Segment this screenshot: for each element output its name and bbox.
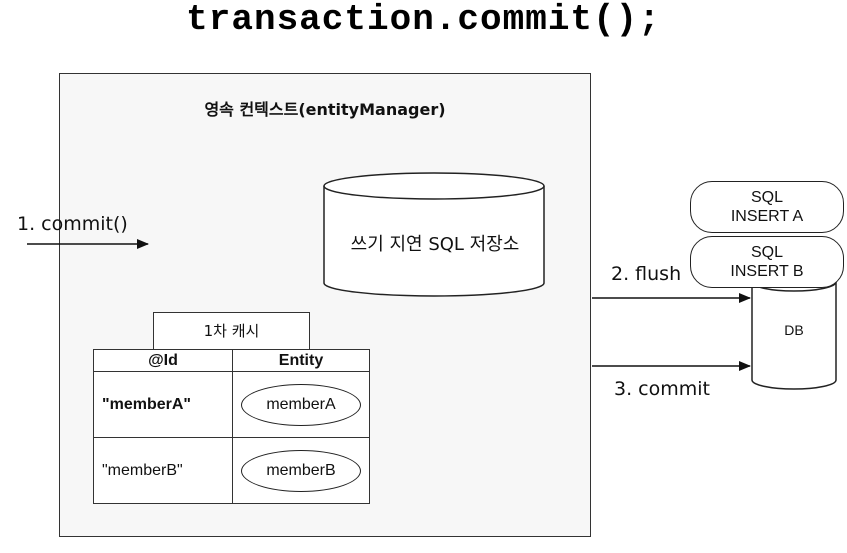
cache-id-cell: "memberA" <box>93 371 233 438</box>
sql-insert-b-line2: INSERT B <box>730 263 804 280</box>
table-row: "memberB" memberB <box>93 437 370 504</box>
commit-in-label: 1. commit() <box>17 213 128 235</box>
cache-header-entity: Entity <box>232 349 370 372</box>
flush-label: 2. flush <box>611 263 682 285</box>
persistence-context-label: 영속 컨텍스트(entityManager) <box>204 100 446 119</box>
cache-entity-cell: memberA <box>232 371 370 438</box>
diagram-title: transaction.commit(); <box>186 0 661 40</box>
cache-entity-cell: memberB <box>232 437 370 504</box>
sql-store-label: 쓰기 지연 SQL 저장소 <box>350 234 520 255</box>
sql-insert-a-line1: SQL <box>750 189 783 206</box>
entity-ellipse: memberA <box>241 383 361 426</box>
sql-insert-a-line2: INSERT A <box>730 208 804 225</box>
sql-store-cylinder <box>323 172 545 297</box>
first-level-cache-table: @Id Entity "memberA" memberA "memberB" m… <box>93 349 370 504</box>
db-label: DB <box>784 322 804 338</box>
commit-label: 3. commit <box>614 378 710 400</box>
cache-header-row: @Id Entity <box>93 349 370 372</box>
first-level-cache-tab: 1차 캐시 <box>153 312 310 350</box>
table-row: "memberA" memberA <box>93 371 370 438</box>
cache-header-id: @Id <box>93 349 233 372</box>
cache-id-cell: "memberB" <box>93 437 233 504</box>
sql-insert-b: SQL INSERT B <box>690 236 844 288</box>
sql-insert-b-line1: SQL <box>750 244 783 261</box>
entity-ellipse: memberB <box>241 449 361 492</box>
sql-insert-a: SQL INSERT A <box>690 181 844 233</box>
